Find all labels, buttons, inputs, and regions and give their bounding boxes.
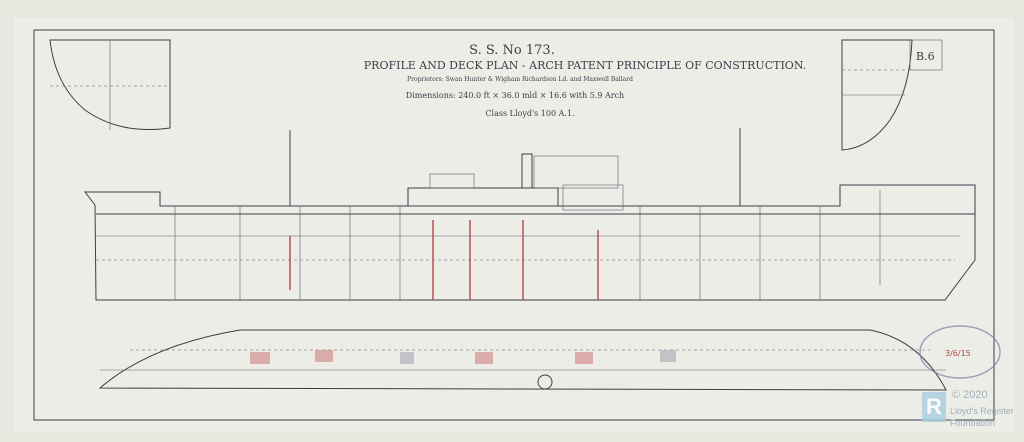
register-stamp	[919, 325, 1001, 379]
deck-plan-view	[98, 329, 947, 391]
sheet-ref: B.6	[916, 50, 935, 63]
watermark-copyright: © 2020	[952, 389, 988, 401]
border-frame	[33, 29, 995, 421]
class-line: Class Lloyd's 100 A.1.	[485, 109, 574, 118]
sheet	[14, 18, 1014, 432]
midship-section-left	[49, 39, 171, 131]
watermark-org-line2: Foundation	[950, 418, 996, 428]
midship-section-right	[841, 39, 913, 151]
drawing-title: PROFILE AND DECK PLAN - ARCH PATENT PRIN…	[364, 59, 806, 72]
dimensions-line: Dimensions: 240.0 ft × 36.0 mld × 16.6 w…	[406, 91, 624, 100]
ship-number: S. S. No 173.	[469, 43, 555, 58]
sheet-ref-box	[909, 39, 943, 71]
profile-view	[83, 128, 976, 301]
lloyds-register-logo: R	[922, 392, 946, 422]
stamp-date: 3/6/15	[945, 349, 971, 358]
proprietors-line: Proprietors: Swan Hunter & Wigham Richar…	[407, 76, 633, 83]
watermark-org-line1: Lloyd's Register	[950, 406, 1014, 416]
